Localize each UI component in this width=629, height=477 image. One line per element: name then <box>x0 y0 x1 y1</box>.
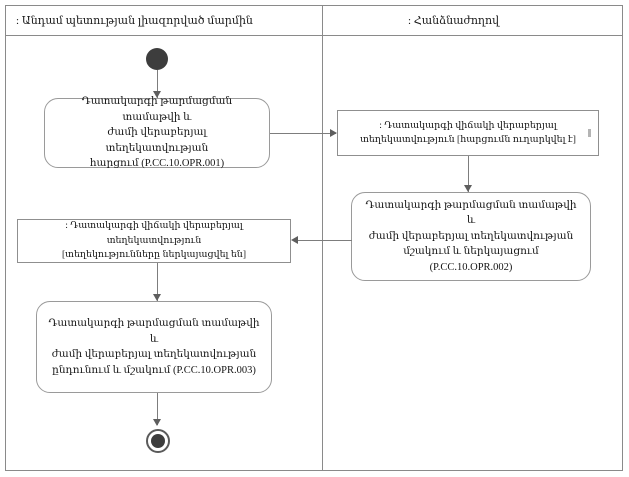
activity-opr-003-line-3: ընդունում և մշակում (P.CC.10.OPR.003) <box>52 364 256 376</box>
arrowhead-object-info <box>291 236 298 244</box>
object-request-sent-text: : Դատակարգի վիճակի վերաբերյալ տեղեկատվու… <box>360 119 576 148</box>
activity-opr-003-line-2: ժամի վերաբերյալ տեղեկատվության <box>51 349 257 360</box>
activity-opr-003-text: Դատակարգի թարմացման տամաթվի և ժամի վերաբ… <box>47 316 261 378</box>
edge-activity-001-to-object-request <box>270 133 336 134</box>
object-info-presented-text: : Դատակարգի վիճակի վերաբերյալ տեղեկատվու… <box>30 219 278 263</box>
object-marker-icon <box>588 129 591 137</box>
object-info-presented-line-2: [տեղեկությունները ներկայացվել են] <box>61 250 246 261</box>
swimlane-divider <box>322 5 323 471</box>
edge-object-request-to-activity-002 <box>468 156 469 192</box>
activity-opr-001-line-1: Դատակարգի թարմացման տամաթվի և <box>81 96 233 123</box>
activity-node-opr-001[interactable]: Դատակարգի թարմացման տամաթվի և ժամի վերաբ… <box>44 96 270 169</box>
final-node <box>146 429 170 453</box>
edge-activity-003-to-final <box>157 393 158 425</box>
object-info-presented-line-1: : Դատակարգի վիճակի վերաբերյալ տեղեկատվու… <box>65 221 243 246</box>
arrowhead-activity-003 <box>153 294 161 301</box>
object-node-info-presented[interactable]: : Դատակարգի վիճակի վերաբերյալ տեղեկատվու… <box>17 219 291 263</box>
edge-initial-to-activity-001 <box>157 70 158 98</box>
activity-opr-001-line-2: ժամի վերաբերյալ տեղեկատվության <box>105 127 209 154</box>
arrowhead-activity-001 <box>153 91 161 98</box>
activity-opr-002-line-1: Դատակարգի թարմացման տամաթվի և <box>365 199 577 227</box>
activity-node-opr-002[interactable]: Դատակարգի թարմացման տամաթվի և ժամի վերաբ… <box>351 192 591 281</box>
activity-opr-002-text: Դատակարգի թարմացման տամաթվի և ժամի վերաբ… <box>362 198 580 276</box>
activity-opr-002-line-3: մշակում և ներկայացում (P.CC.10.OPR.002) <box>403 246 539 273</box>
edge-activity-002-to-object-info <box>296 240 352 241</box>
arrowhead-final <box>153 419 161 426</box>
object-request-sent-line-2: տեղեկատվություն [հարցումն ուղարկվել է] <box>360 135 576 145</box>
activity-node-opr-003[interactable]: Դատակարգի թարմացման տամաթվի և ժամի վերաբ… <box>36 301 272 393</box>
object-request-sent-line-1: : Դատակարգի վիճակի վերաբերյալ <box>379 120 557 131</box>
arrowhead-object-request <box>330 129 337 137</box>
swimlane-title-commission: : Հանձնաժողով <box>408 15 500 27</box>
swimlane-title-member-state: : Անդամ պետության լիազորված մարմին <box>16 15 253 27</box>
edge-object-info-to-activity-003 <box>157 263 158 301</box>
initial-node <box>146 48 168 70</box>
activity-opr-002-line-2: ժամի վերաբերյալ տեղեկատվության <box>368 230 574 242</box>
arrowhead-activity-002 <box>464 185 472 192</box>
object-node-request-sent[interactable]: : Դատակարգի վիճակի վերաբերյալ տեղեկատվու… <box>337 110 599 156</box>
activity-opr-003-line-1: Դատակարգի թարմացման տամաթվի և <box>48 318 260 345</box>
swimlane-header-rule <box>5 35 623 36</box>
activity-opr-001-line-3: հարցում (P.CC.10.OPR.001) <box>89 158 225 170</box>
activity-opr-001-text: Դատակարգի թարմացման տամաթվի և ժամի վերաբ… <box>55 94 259 172</box>
